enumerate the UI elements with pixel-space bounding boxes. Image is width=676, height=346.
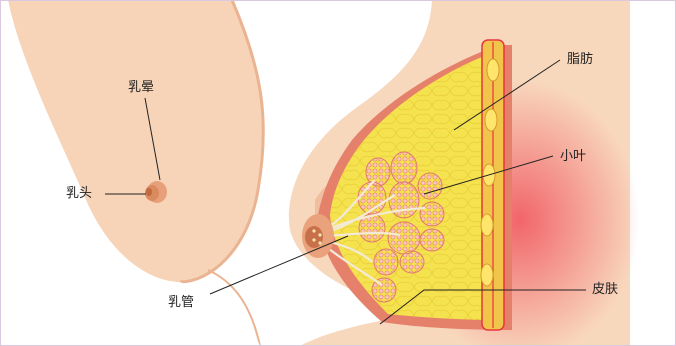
label-nipple: 乳头 [66,187,92,200]
label-areola: 乳晕 [128,81,154,94]
label-lobules: 小叶 [560,150,586,163]
label-ducts: 乳管 [168,296,194,309]
right-nipple [302,214,334,258]
label-skin: 皮肤 [592,283,618,296]
label-fat: 脂肪 [567,53,593,66]
left-breast-profile [0,0,263,346]
